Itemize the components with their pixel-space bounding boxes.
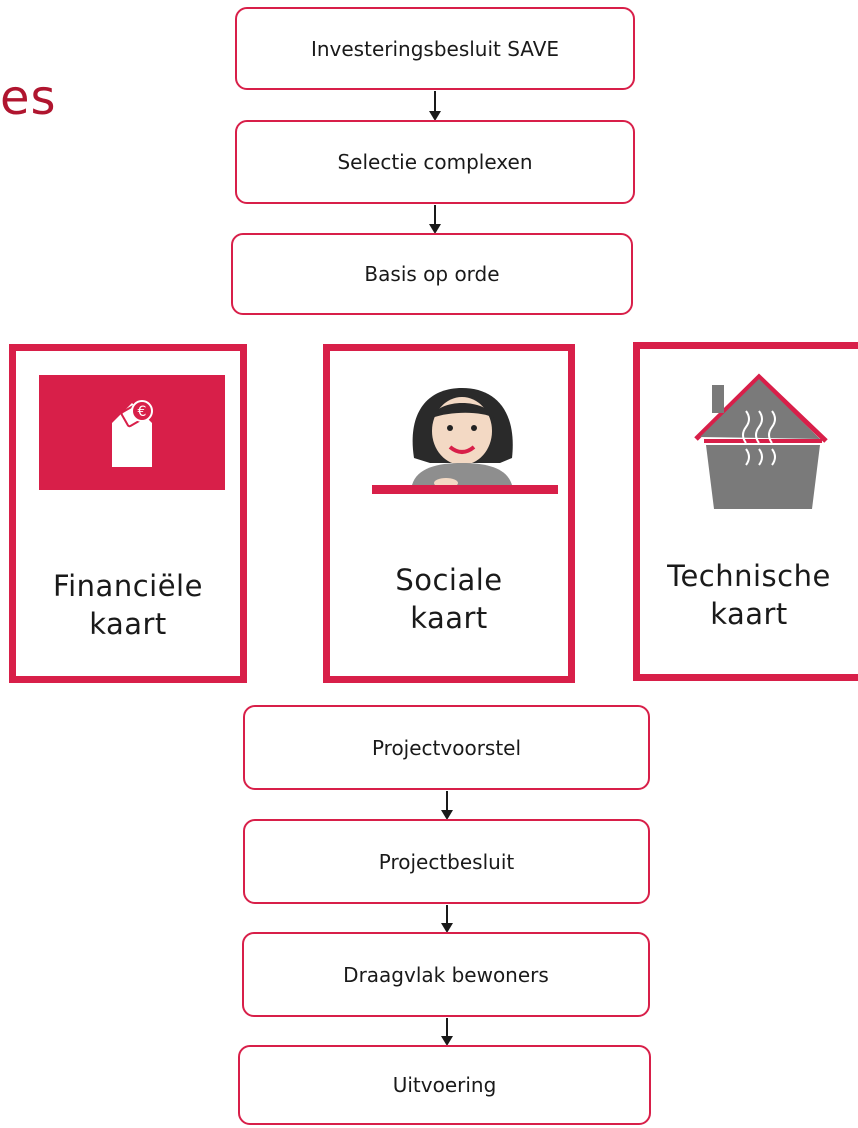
flow-arrow xyxy=(441,1018,453,1046)
woman-icon xyxy=(372,373,558,503)
step-label: Draagvlak bewoners xyxy=(343,962,549,987)
card-label: Technische kaart xyxy=(667,559,831,631)
flow-arrow xyxy=(429,91,441,121)
card-financiele-kaart: € Financiële kaart xyxy=(9,344,247,683)
step-selectie-complexen: Selectie complexen xyxy=(235,120,635,204)
step-label: Projectvoorstel xyxy=(371,735,522,760)
card-sociale-kaart: Sociale kaart xyxy=(323,344,575,683)
flow-arrow xyxy=(441,791,453,820)
step-label: Projectbesluit xyxy=(378,849,515,874)
flow-arrow xyxy=(429,205,441,234)
step-uitvoering: Uitvoering xyxy=(238,1045,651,1125)
step-basis-op-orde: Basis op orde xyxy=(231,233,633,315)
house-heat-icon xyxy=(684,369,834,514)
card-label: Sociale kaart xyxy=(395,563,503,635)
step-investeringsbesluit: Investeringsbesluit SAVE xyxy=(235,7,635,90)
flow-arrow xyxy=(441,905,453,933)
step-projectvoorstel: Projectvoorstel xyxy=(243,705,650,790)
step-label: Selectie complexen xyxy=(337,150,533,174)
step-label: Investeringsbesluit SAVE xyxy=(310,36,560,61)
step-label: Uitvoering xyxy=(392,1073,497,1097)
step-draagvlak-bewoners: Draagvlak bewoners xyxy=(242,932,650,1017)
card-technische-kaart: Technische kaart xyxy=(633,342,858,681)
house-euro-icon: € xyxy=(39,375,225,490)
slide-title-fragment: es xyxy=(0,70,57,126)
svg-text:€: € xyxy=(138,404,147,420)
step-projectbesluit: Projectbesluit xyxy=(243,819,650,904)
step-label: Basis op orde xyxy=(364,262,500,286)
card-label: Financiële kaart xyxy=(53,569,203,641)
